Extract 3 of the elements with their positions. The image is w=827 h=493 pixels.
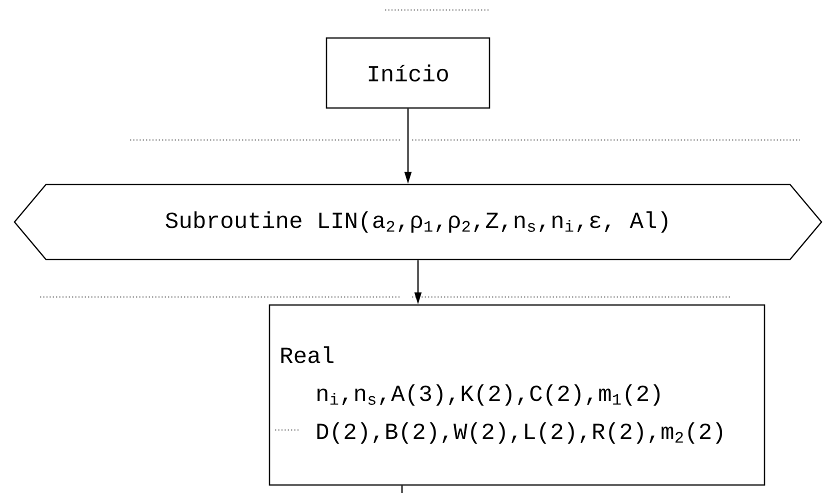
process-box: Início (326, 37, 490, 109)
subroutine-hexagon: Subroutine LIN(a$_{2}$,ρ$_{1}$,ρ$_{2}$,Z,n$_{s}$,n$_{i}$,ε, Al) (14, 184, 822, 260)
process-box: Real n$_{i}$,n$_{s}$,A(3),K(2),C(2),m$_{1}$(2) D(2),B(2),W(2),L(2),R(2),m$_{2}$(2) (268, 304, 766, 486)
